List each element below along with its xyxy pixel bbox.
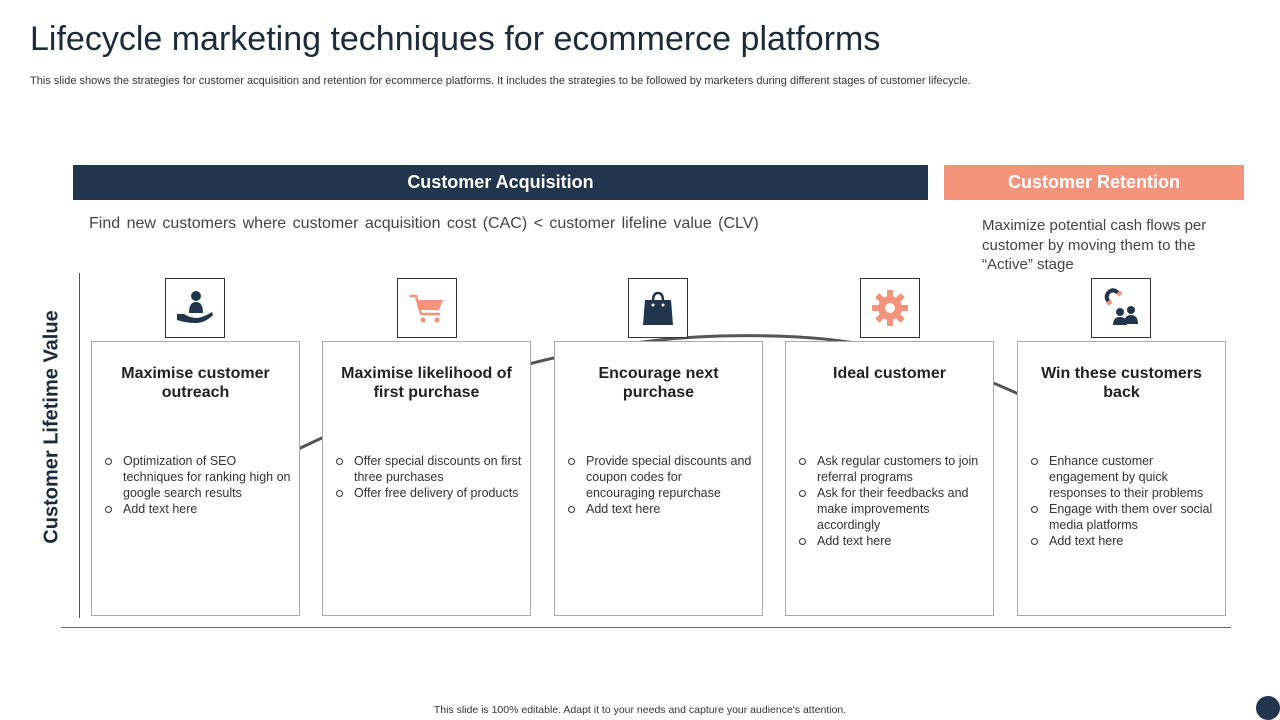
stage-title: Maximise customer outreach xyxy=(121,365,270,401)
stage-bullet-list: Enhance customer engagement by quick res… xyxy=(1030,453,1217,549)
stage-title: Ideal customer xyxy=(833,365,946,382)
customer-acquisition-header: Customer Acquisition xyxy=(73,165,928,200)
corner-decoration xyxy=(1256,696,1280,720)
stage-title: Encourage next purchase xyxy=(598,365,719,401)
gear-icon xyxy=(860,278,920,338)
stage-title: Win these customers back xyxy=(1041,365,1202,401)
y-axis-line xyxy=(79,273,80,618)
acquisition-description: Find new customers where customer acquis… xyxy=(89,215,759,232)
list-item: Optimization of SEO techniques for ranki… xyxy=(104,453,291,501)
list-item: Offer special discounts on first three p… xyxy=(335,453,522,485)
list-item: Ask for their feedbacks and make improve… xyxy=(798,485,985,533)
stage-card-outreach: Maximise customer outreach Optimization … xyxy=(91,341,300,616)
stage-title: Maximise likelihood of first purchase xyxy=(341,365,512,401)
page-title: Lifecycle marketing techniques for ecomm… xyxy=(30,20,881,58)
x-axis-line xyxy=(61,627,1231,628)
magnet-users-icon xyxy=(1091,278,1151,338)
list-item: Ask regular customers to join referral p… xyxy=(798,453,985,485)
stage-bullet-list: Provide special discounts and coupon cod… xyxy=(567,453,754,517)
list-item: Enhance customer engagement by quick res… xyxy=(1030,453,1217,501)
customer-retention-header: Customer Retention xyxy=(944,165,1244,200)
list-item: Add text here xyxy=(1030,533,1217,549)
stage-bullet-list: Ask regular customers to join referral p… xyxy=(798,453,985,549)
hand-person-icon xyxy=(165,278,225,338)
list-item: Add text here xyxy=(104,501,291,517)
stage-card-win-back: Win these customers back Enhance custome… xyxy=(1017,341,1226,616)
shopping-bag-icon xyxy=(628,278,688,338)
y-axis-label: Customer Lifetime Value xyxy=(40,310,63,544)
list-item: Offer free delivery of products xyxy=(335,485,522,501)
shopping-cart-icon xyxy=(397,278,457,338)
stage-bullet-list: Optimization of SEO techniques for ranki… xyxy=(104,453,291,517)
list-item: Provide special discounts and coupon cod… xyxy=(567,453,754,501)
stage-card-next-purchase: Encourage next purchase Provide special … xyxy=(554,341,763,616)
stage-card-ideal-customer: Ideal customer Ask regular customers to … xyxy=(785,341,994,616)
retention-description: Maximize potential cash flows per custom… xyxy=(982,217,1207,273)
list-item: Add text here xyxy=(567,501,754,517)
footer-note: This slide is 100% editable. Adapt it to… xyxy=(433,704,847,716)
stage-card-first-purchase: Maximise likelihood of first purchase Of… xyxy=(322,341,531,616)
list-item: Engage with them over social media platf… xyxy=(1030,501,1217,533)
page-subtitle: This slide shows the strategies for cust… xyxy=(30,75,971,87)
stage-bullet-list: Offer special discounts on first three p… xyxy=(335,453,522,501)
list-item: Add text here xyxy=(798,533,985,549)
